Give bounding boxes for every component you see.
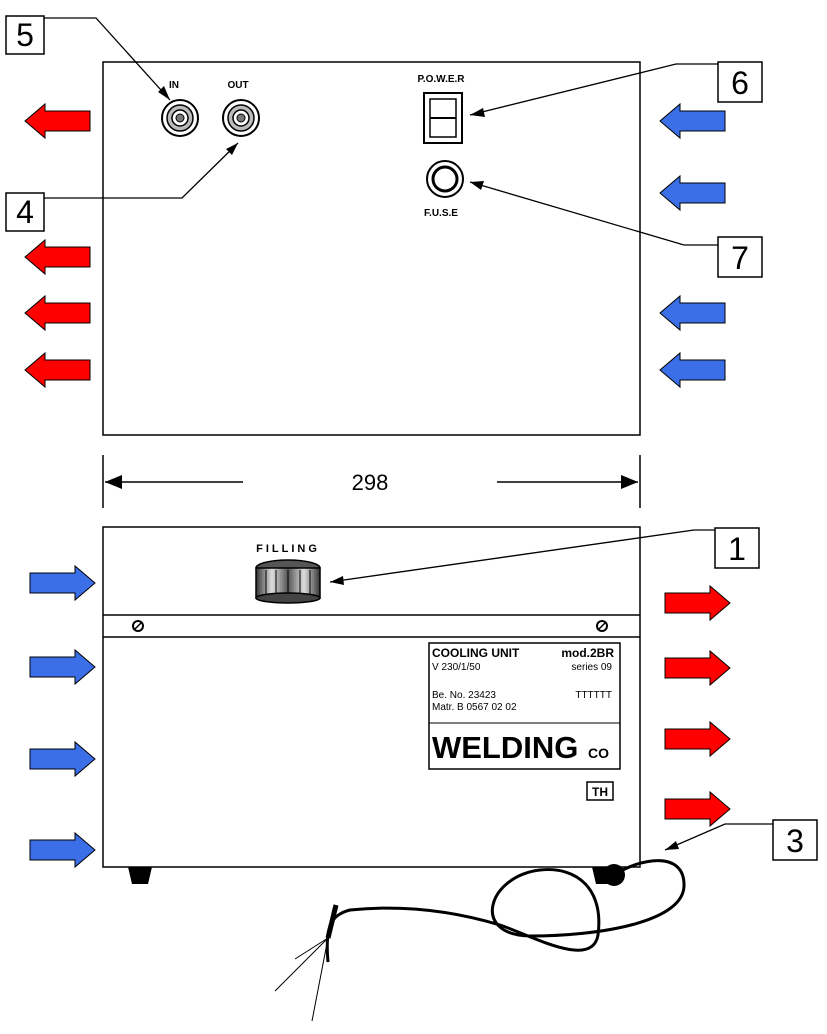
- screw-icon: [132, 620, 144, 632]
- callout-5: 5: [5, 15, 171, 101]
- th-badge: TH: [592, 785, 608, 799]
- power-switch-icon: [423, 92, 463, 144]
- callout-1: 1: [329, 527, 760, 585]
- callout-3: 3: [664, 819, 818, 861]
- hot-arrow-icon: [24, 351, 91, 389]
- out-label: OUT: [227, 80, 248, 91]
- callout-5-number: 5: [16, 17, 34, 53]
- hot-arrow-icon: [664, 720, 731, 758]
- nameplate-matr: Matr. B 0567 02 02: [432, 702, 517, 713]
- width-dimension: 298: [102, 455, 641, 508]
- nameplate-voltage: V 230/1/50: [432, 662, 481, 673]
- cold-arrow-icon: [29, 648, 96, 686]
- fuse-label: F.U.S.E: [424, 208, 458, 219]
- callout-1-number: 1: [728, 531, 746, 567]
- in-label: IN: [169, 80, 179, 91]
- hot-arrow-icon: [664, 649, 731, 687]
- cold-arrow-icon: [659, 351, 726, 389]
- nameplate-title: COOLING UNIT: [432, 646, 520, 660]
- hot-arrow-icon: [664, 790, 731, 828]
- hot-arrow-icon: [24, 102, 91, 140]
- cold-arrow-icon: [659, 102, 726, 140]
- cold-arrow-icon: [659, 174, 726, 212]
- nameplate: COOLING UNIT mod.2BR V 230/1/50 series 0…: [428, 642, 621, 770]
- cold-arrow-icon: [29, 740, 96, 778]
- fuse-holder-icon: [426, 160, 464, 198]
- callout-7-number: 7: [731, 240, 749, 276]
- power-cable-icon: [274, 859, 686, 1022]
- in-connector-icon: [161, 99, 199, 137]
- callout-4-number: 4: [16, 194, 34, 230]
- top-view: IN OUT P.O.W.E.R F.U.S.E: [24, 61, 726, 436]
- callout-3-number: 3: [786, 823, 804, 859]
- filling-cap-icon: [255, 559, 321, 604]
- screw-icon: [596, 620, 608, 632]
- foot-icon: [128, 867, 152, 884]
- power-label: P.O.W.E.R: [417, 74, 465, 85]
- cold-arrow-icon: [29, 831, 96, 869]
- cold-arrow-icon: [29, 564, 96, 602]
- callout-6-number: 6: [731, 65, 749, 101]
- nameplate-series: series 09: [571, 662, 612, 673]
- nameplate-code: TTTTTT: [575, 690, 612, 701]
- nameplate-model: mod.2BR: [561, 646, 614, 660]
- callout-4: 4: [5, 142, 239, 232]
- cold-air-in-arrows-right: [659, 102, 726, 389]
- callout-7: 7: [469, 181, 763, 278]
- hot-air-out-arrows-right: [664, 584, 731, 828]
- width-value: 298: [352, 470, 389, 495]
- callout-6: 6: [469, 61, 763, 117]
- cold-arrow-icon: [659, 294, 726, 332]
- out-connector-icon: [222, 99, 260, 137]
- hot-arrow-icon: [664, 584, 731, 622]
- front-view: FILLING COOLING UNIT mod.2BR V 230/1/50 …: [29, 526, 731, 1022]
- nameplate-brand: WELDING: [432, 730, 578, 765]
- nameplate-be-no: Be. No. 23423: [432, 690, 496, 701]
- hot-arrow-icon: [24, 238, 91, 276]
- hot-arrow-icon: [24, 294, 91, 332]
- hot-air-out-arrows-left: [24, 102, 91, 389]
- filling-label: FILLING: [256, 543, 320, 555]
- nameplate-brand-suffix: CO: [588, 745, 609, 761]
- th-badge-box: [586, 781, 614, 801]
- cold-air-in-arrows-left: [29, 564, 96, 869]
